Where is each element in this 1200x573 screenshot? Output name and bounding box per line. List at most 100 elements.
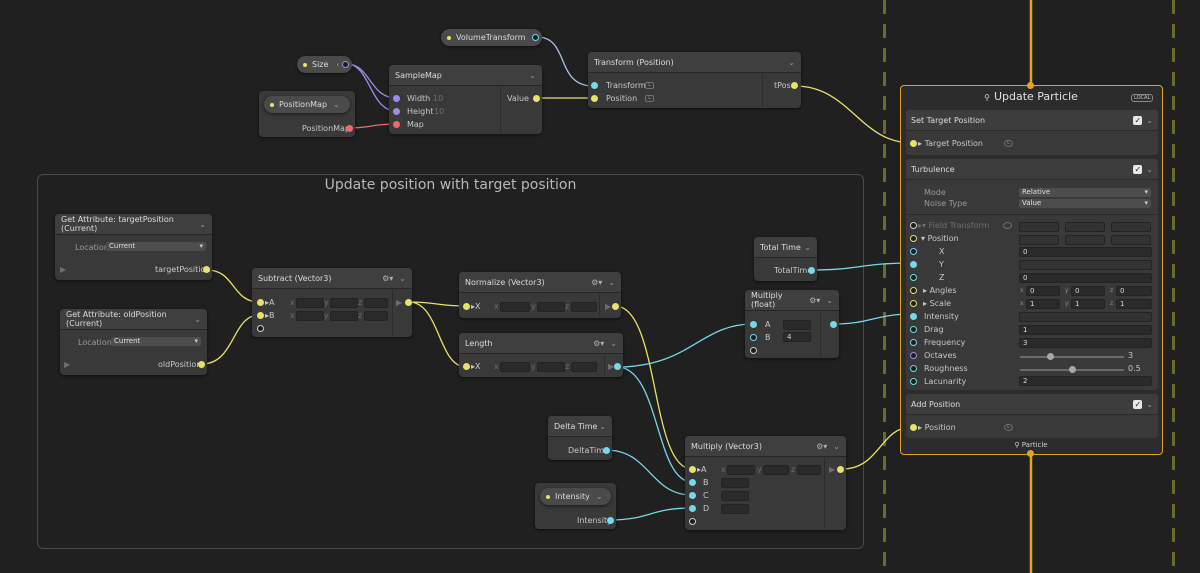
chevron-down-icon[interactable]: ⌄ xyxy=(333,100,340,109)
set-target-header[interactable]: Set Target Position ✓ ⌄ xyxy=(906,110,1158,131)
size-out-port[interactable] xyxy=(342,61,349,68)
mode-select[interactable]: Relative xyxy=(1019,188,1151,197)
length-out-port[interactable] xyxy=(614,363,621,370)
multiply-vector3-a-x-field[interactable] xyxy=(727,465,755,475)
value-out-port[interactable] xyxy=(533,95,540,102)
b-z-field[interactable] xyxy=(364,311,388,321)
transform-header[interactable]: Transform (Position) ⌄ xyxy=(588,52,801,73)
settings-gear-icon[interactable]: ⚙▾ xyxy=(591,277,603,287)
length-y-field[interactable] xyxy=(537,362,565,372)
field-transform-x-field[interactable] xyxy=(1019,222,1059,232)
z-field[interactable]: 0 xyxy=(1019,273,1152,283)
lock-icon[interactable]: L xyxy=(1004,424,1013,431)
chevron-down-icon[interactable]: ⌄ xyxy=(529,70,536,80)
volume-transform-parameter[interactable]: VolumeTransform ‹ xyxy=(441,29,542,46)
chevron-down-icon[interactable]: ⌄ xyxy=(595,492,603,501)
expand-arrow-icon[interactable]: ▶ xyxy=(60,265,67,274)
lacunarity-in-port[interactable] xyxy=(910,378,917,385)
map-in-port[interactable] xyxy=(393,121,400,128)
total-time-header[interactable]: Total Time ⌄ xyxy=(754,237,817,258)
old-position-out-port[interactable] xyxy=(198,361,205,368)
target-position-in-port[interactable] xyxy=(910,140,917,147)
lock-icon[interactable] xyxy=(1003,222,1012,229)
length-x-field[interactable] xyxy=(500,362,530,372)
add-operand-port[interactable] xyxy=(257,325,264,332)
multiply-vector3-a-in-port[interactable] xyxy=(689,466,696,473)
context-header[interactable]: ⚲Update Particle xyxy=(901,90,1161,104)
normalize-out-port[interactable] xyxy=(612,303,619,310)
length-z-field[interactable] xyxy=(571,362,597,372)
add-position-header[interactable]: Add Position ✓ ⌄ xyxy=(906,394,1158,415)
angles-y-field[interactable]: 0 xyxy=(1071,286,1105,296)
multiply-float-node[interactable]: Multiply (float) ⚙▾ ⌄ A B 4 xyxy=(745,290,839,358)
chevron-down-icon[interactable]: ⌄ xyxy=(826,295,833,305)
settings-gear-icon[interactable]: ⚙▾ xyxy=(593,338,605,348)
expand-arrow-icon[interactable]: ▶ xyxy=(64,360,71,369)
scale-z-field[interactable]: 1 xyxy=(1116,299,1152,309)
add-position-in-port[interactable] xyxy=(910,424,917,431)
scale-in-port[interactable] xyxy=(910,300,917,307)
lacunarity-field[interactable]: 2 xyxy=(1019,376,1152,386)
x-in-port[interactable] xyxy=(910,248,917,255)
multiply-vector3-d-field[interactable] xyxy=(721,504,749,514)
normalize-vector3-node[interactable]: Normalize (Vector3) ⚙▾ ⌄ ▸X x y z ▶ xyxy=(459,272,621,318)
lock-icon[interactable]: L xyxy=(1004,140,1013,147)
roughness-in-port[interactable] xyxy=(910,365,917,372)
total-time-node[interactable]: Total Time ⌄ TotalTime xyxy=(754,237,817,281)
angles-x-field[interactable]: 0 xyxy=(1026,286,1060,296)
sample-map-node[interactable]: SampleMap ⌄ Width 10 Height 10 Map Value xyxy=(389,65,542,134)
lock-icon[interactable]: L xyxy=(645,95,654,102)
intensity-pill[interactable]: Intensity ⌄ xyxy=(540,488,611,505)
get-target-header[interactable]: Get Attribute: targetPosition (Current) … xyxy=(55,214,212,235)
multiply-float-b-in-port[interactable] xyxy=(750,334,757,341)
angles-z-field[interactable]: 0 xyxy=(1116,286,1152,296)
update-particle-context[interactable]: ⚲Update Particle LOCAL Set Target Positi… xyxy=(900,82,1163,457)
multiply-vector3-b-field[interactable] xyxy=(721,478,749,488)
location-select[interactable]: Current xyxy=(106,242,206,251)
noise-type-select[interactable]: Value xyxy=(1019,199,1151,208)
angles-in-port[interactable] xyxy=(910,287,917,294)
octaves-in-port[interactable] xyxy=(910,352,917,359)
normalize-y-field[interactable] xyxy=(537,302,565,312)
get-attribute-target-position-node[interactable]: Get Attribute: targetPosition (Current) … xyxy=(55,214,212,280)
octaves-slider-knob[interactable] xyxy=(1047,353,1054,360)
size-parameter[interactable]: Size ‹ xyxy=(297,56,352,73)
target-position-out-port[interactable] xyxy=(203,266,210,273)
y-in-port[interactable] xyxy=(910,261,917,268)
roughness-slider[interactable] xyxy=(1020,366,1124,373)
sample-map-header[interactable]: SampleMap ⌄ xyxy=(389,65,542,86)
drag-in-port[interactable] xyxy=(910,326,917,333)
chevron-down-icon[interactable]: ⌄ xyxy=(1146,115,1153,125)
volume-transform-out-port[interactable] xyxy=(532,34,539,41)
chevron-down-icon[interactable]: ⌄ xyxy=(1146,399,1153,409)
subtract-out-port[interactable] xyxy=(405,299,412,306)
normalize-x-in-port[interactable] xyxy=(463,303,470,310)
b-y-field[interactable] xyxy=(330,311,358,321)
subtract-header[interactable]: Subtract (Vector3) ⚙▾ ⌄ xyxy=(252,268,412,289)
add-position-block[interactable]: Add Position ✓ ⌄ ▸ Position L xyxy=(906,394,1158,438)
frequency-field[interactable]: 3 xyxy=(1019,338,1152,348)
length-x-in-port[interactable] xyxy=(463,363,470,370)
roughness-value[interactable]: 0.5 xyxy=(1128,364,1141,373)
chevron-down-icon[interactable]: ⌄ xyxy=(833,441,840,451)
field-transform-z-field[interactable] xyxy=(1111,222,1151,232)
lock-icon[interactable]: L xyxy=(645,82,654,89)
field-transform-y-field[interactable] xyxy=(1065,222,1105,232)
multiply-float-a-in-port[interactable] xyxy=(750,321,757,328)
total-time-out-port[interactable] xyxy=(808,267,815,274)
multiply-float-a-field[interactable] xyxy=(783,320,811,330)
enable-checkbox[interactable]: ✓ xyxy=(1133,115,1143,125)
group-frame[interactable]: Update position with target position xyxy=(37,174,864,549)
field-transform-in-port[interactable] xyxy=(910,222,917,229)
add-operand-port[interactable] xyxy=(689,518,696,525)
position-in-port[interactable] xyxy=(910,235,917,242)
octaves-slider[interactable] xyxy=(1020,353,1124,360)
position-map-out-port[interactable] xyxy=(346,125,353,132)
scale-x-field[interactable]: 1 xyxy=(1026,299,1060,309)
length-node[interactable]: Length ⚙▾ ⌄ ▸X x y z ▶ xyxy=(459,333,623,377)
get-old-header[interactable]: Get Attribute: oldPosition (Current) ⌄ xyxy=(60,309,207,330)
octaves-value[interactable]: 3 xyxy=(1128,351,1134,360)
subtract-vector3-node[interactable]: Subtract (Vector3) ⚙▾ ⌄ ▸A x y z ▸B x y … xyxy=(252,268,412,337)
chevron-down-icon[interactable]: ⌄ xyxy=(608,277,615,287)
flow-in-port[interactable] xyxy=(1027,82,1034,89)
